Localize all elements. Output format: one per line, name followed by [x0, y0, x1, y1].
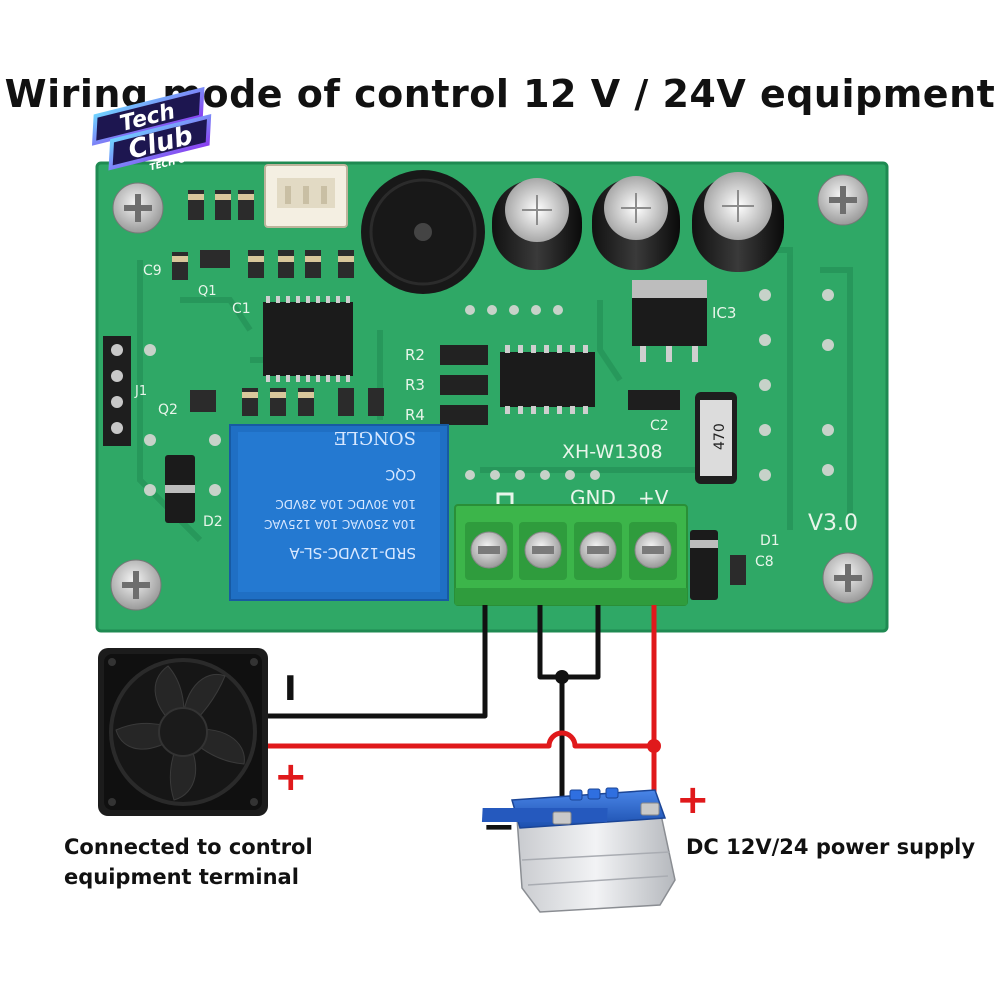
screw-bottom-left [110, 559, 162, 611]
terminal-block [454, 504, 688, 606]
battery [481, 787, 676, 913]
junction-gnd [555, 670, 569, 684]
relay-brand: SONGLE [334, 427, 416, 448]
label-power-supply: DC 12V/24 power supply [686, 835, 976, 859]
capacitor-1 [492, 178, 582, 270]
header-connector [264, 164, 348, 228]
screw-top-left [112, 182, 164, 234]
board-version: V3.0 [808, 511, 858, 536]
cooling-fan [98, 648, 268, 816]
tech-club-logo: Tech Club TECH CLUB [91, 86, 212, 173]
relay-rating-1: 10A 250VAC 10A 125VAC [264, 517, 416, 531]
label-q1: Q1 [198, 284, 217, 299]
fan-negative-mark: I [284, 669, 297, 709]
label-ic3: IC3 [712, 304, 736, 322]
label-c8: C8 [755, 554, 774, 570]
label-r2: R2 [405, 346, 425, 364]
wire-fan-negative [266, 605, 488, 719]
screw-top-right [817, 174, 869, 226]
label-c9: C9 [143, 263, 162, 279]
resistor-array: R2 R3 R4 [405, 345, 488, 425]
voltage-regulator: IC3 [632, 280, 736, 362]
battery-positive-terminal[interactable] [640, 802, 660, 816]
resistor-470: 470 [695, 392, 737, 484]
terminal-screw-1[interactable] [465, 522, 513, 580]
terminal-screw-4[interactable] [629, 522, 677, 580]
capacitor-2 [592, 176, 680, 270]
relay-cert: CQC [385, 466, 416, 482]
buzzer [361, 170, 485, 294]
terminal-screw-3[interactable] [574, 522, 622, 580]
ic-main [263, 296, 353, 382]
label-control-equipment: Connected to control equipment terminal [64, 835, 313, 889]
terminal-screw-2[interactable] [519, 522, 567, 580]
junction-positive [647, 739, 661, 753]
battery-negative-terminal[interactable] [552, 811, 572, 825]
capacitor-3 [692, 172, 784, 272]
label-r4: R4 [405, 406, 425, 424]
label-d1: D1 [760, 533, 780, 549]
relay: SRD-12VDC-SL-A 10A 250VAC 10A 125VAC 10A… [229, 424, 449, 601]
label-470: 470 [712, 423, 728, 450]
smd-caps [172, 194, 354, 398]
relay-model: SRD-12VDC-SL-A [289, 544, 416, 562]
screw-bottom-right [822, 552, 874, 604]
relay-rating-2: 10A 30VDC 10A 28VDC [275, 497, 416, 511]
ic-secondary [500, 345, 595, 414]
label-r3: R3 [405, 376, 425, 394]
label-c2: C2 [650, 418, 669, 434]
solder-pads [144, 289, 834, 496]
label-c1: C1 [232, 301, 251, 317]
label-q2: Q2 [158, 402, 178, 418]
board-model: XH-W1308 [562, 441, 663, 463]
battery-positive-mark: + [676, 777, 710, 823]
header-j1 [103, 336, 131, 446]
battery-negative-mark: − [482, 804, 516, 850]
smd-diode [628, 390, 680, 410]
pcb-board: R2 R3 R4 IC3 470 [95, 161, 889, 633]
label-j1: J1 [134, 384, 147, 399]
fan-positive-mark: + [274, 754, 308, 800]
wire-fan-positive [266, 730, 654, 749]
label-d2: D2 [203, 514, 223, 530]
